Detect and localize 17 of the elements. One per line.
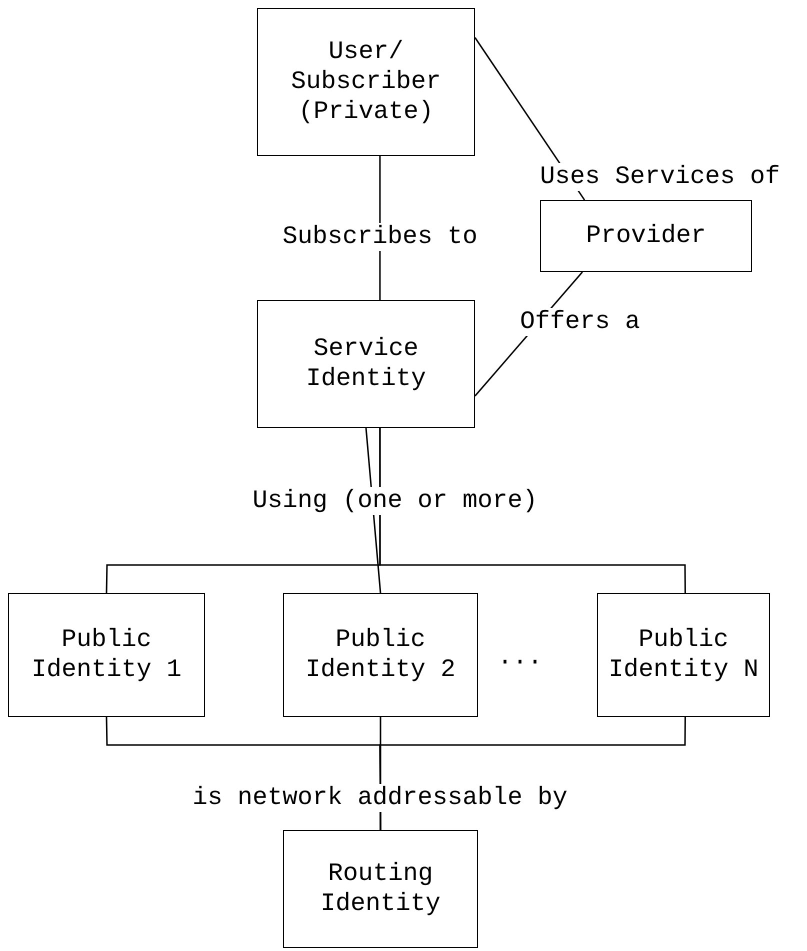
entity-box: [283, 830, 478, 948]
node-text: User/ Subscriber (Private): [290, 37, 442, 127]
ellipsis-label: ...: [498, 642, 542, 672]
connector-line: [379, 428, 686, 593]
node-text: Public Identity 2: [304, 625, 457, 685]
entity-box: [283, 593, 478, 717]
node-text: Routing Identity: [319, 859, 442, 919]
node-text: Public Identity N: [607, 625, 760, 685]
entity-box: [597, 593, 770, 717]
node-text: Service Identity: [304, 334, 428, 394]
entity-box: [257, 300, 475, 428]
entity-box: [8, 593, 205, 717]
entity-box: [257, 8, 475, 156]
node-text: Provider: [586, 221, 706, 251]
node-text: Public Identity 1: [30, 625, 183, 685]
entity-box: [540, 200, 752, 272]
connector-line: [379, 717, 686, 830]
